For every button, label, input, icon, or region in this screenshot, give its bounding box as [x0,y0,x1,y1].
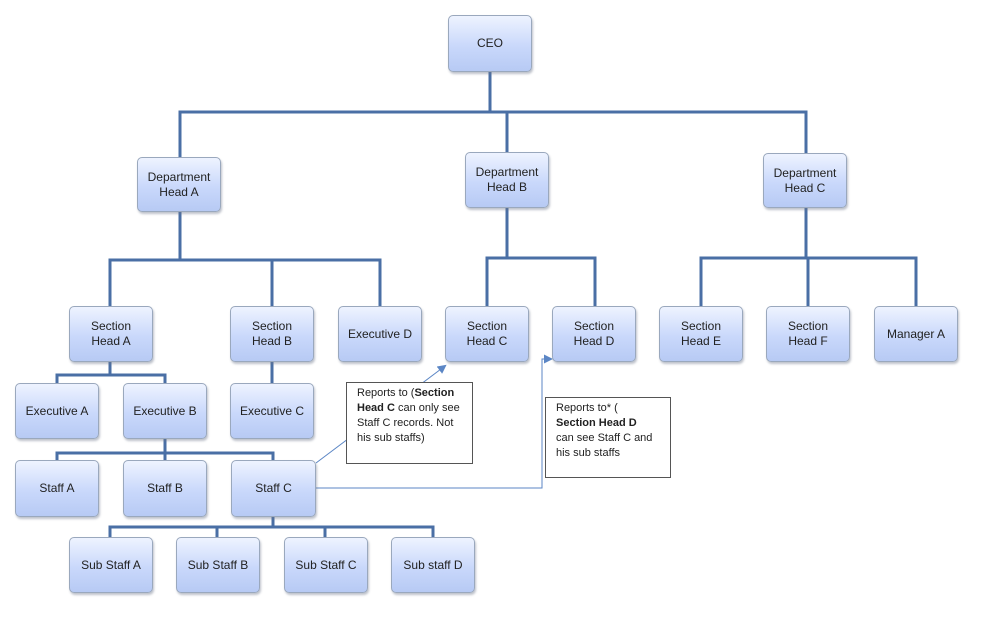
node-staff-b[interactable]: Staff B [123,460,207,517]
note-d-prefix: Reports to* ( [556,402,618,414]
node-sub-staff-d[interactable]: Sub staff D [391,537,475,593]
note-section-head-c: Reports to (Section Head C can only see … [346,382,473,464]
node-executive-c[interactable]: Executive C [230,383,314,439]
note-d-bold: Section Head D [556,417,637,429]
node-section-head-d[interactable]: Section Head D [552,306,636,362]
node-staff-a[interactable]: Staff A [15,460,99,517]
note-d-suffix: can see Staff C and his sub staffs [556,432,653,459]
note-c-bold: Section Head C [357,387,455,414]
node-section-head-f[interactable]: Section Head F [766,306,850,362]
note-section-head-d: Reports to* ( Section Head D can see Staff… [545,397,671,478]
node-executive-a[interactable]: Executive A [15,383,99,439]
node-department-head-c[interactable]: Department Head C [763,153,847,208]
node-executive-b[interactable]: Executive B [123,383,207,439]
node-section-head-c[interactable]: Section Head C [445,306,529,362]
node-section-head-e[interactable]: Section Head E [659,306,743,362]
node-sub-staff-a[interactable]: Sub Staff A [69,537,153,593]
note-c-suffix: can only see Staff C records. Not his su… [357,402,460,444]
node-section-head-b[interactable]: Section Head B [230,306,314,362]
node-staff-c[interactable]: Staff C [231,460,316,517]
node-executive-d[interactable]: Executive D [338,306,422,362]
node-sub-staff-b[interactable]: Sub Staff B [176,537,260,593]
node-department-head-a[interactable]: Department Head A [137,157,221,212]
node-manager-a[interactable]: Manager A [874,306,958,362]
node-department-head-b[interactable]: Department Head B [465,152,549,208]
note-c-prefix: Reports to ( [357,387,415,399]
node-sub-staff-c[interactable]: Sub Staff C [284,537,368,593]
node-section-head-a[interactable]: Section Head A [69,306,153,362]
node-ceo[interactable]: CEO [448,15,532,72]
